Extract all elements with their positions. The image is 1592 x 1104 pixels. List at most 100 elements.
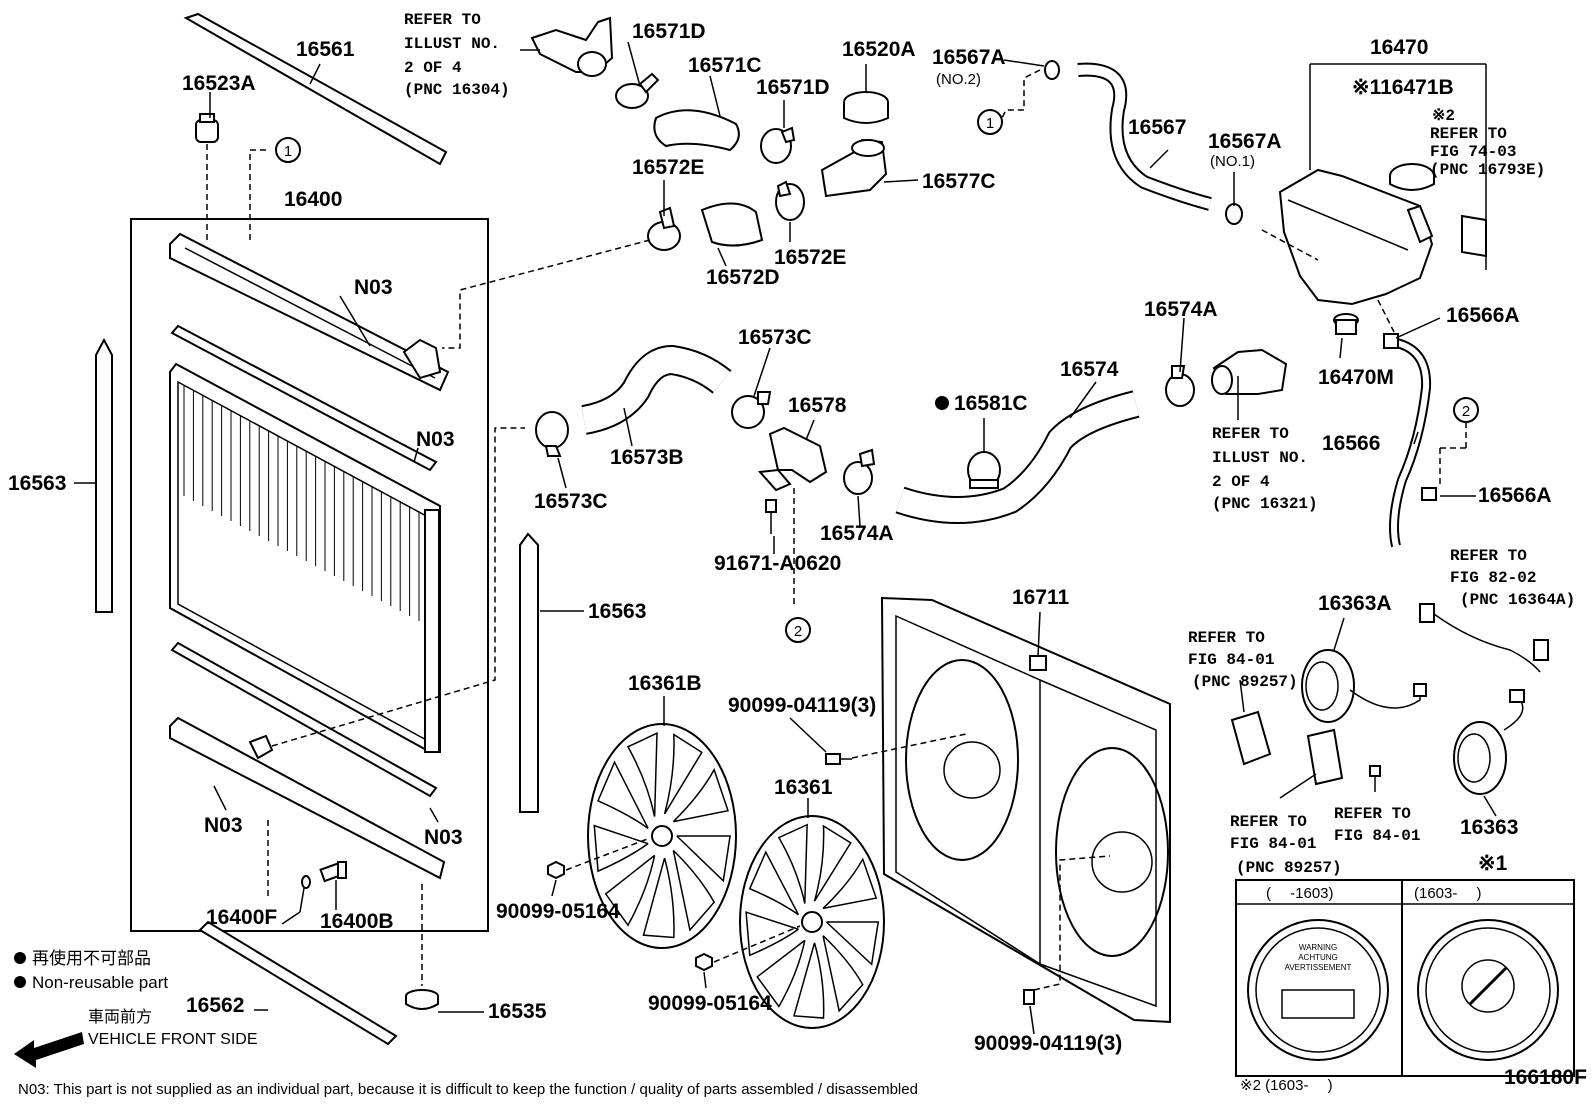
svg-text:FIG 82-02: FIG 82-02 — [1450, 569, 1536, 587]
svg-text:ILLUST NO.: ILLUST NO. — [1212, 449, 1308, 467]
ref-89257-b: REFER TO FIG 84-01 (PNC 89257) — [1230, 813, 1342, 877]
cap-text-avertissement: AVERTISSEMENT — [1285, 963, 1352, 972]
fan-motor-16363 — [1453, 689, 1525, 795]
label-16572E-b: 16572E — [774, 246, 846, 269]
front-arrow-icon — [14, 1032, 84, 1068]
ref-16304: REFER TO ILLUST NO. 2 OF 4 (PNC 16304) — [404, 11, 510, 99]
lower-seal-16562 — [198, 920, 398, 1046]
marker-circles: 1 1 2 2 — [275, 109, 1479, 643]
inset-left-header: ( -1603) — [1266, 885, 1334, 902]
label-no2: (NO.2) — [936, 71, 981, 88]
label-16363A: 16363A — [1318, 592, 1392, 615]
fan-16361B — [587, 723, 737, 949]
label-16400F: 16400F — [206, 906, 277, 929]
label-16578: 16578 — [788, 394, 847, 417]
circle-marker-2-b: 2 — [1453, 397, 1479, 423]
screw-90099-04119-a — [825, 753, 852, 765]
label-n03-upper-seal: N03 — [416, 428, 455, 451]
label-16574A-upper: 16574A — [1144, 298, 1218, 321]
label-16363: 16363 — [1460, 816, 1518, 839]
label-16470M: 16470M — [1318, 366, 1394, 389]
label-16563-right: 16563 — [588, 600, 646, 623]
label-16574A-lower: 16574A — [820, 522, 894, 545]
label-90099-04119-lower: 90099-04119(3) — [974, 1032, 1122, 1055]
label-90099-04119-upper: 90099-04119(3) — [728, 694, 876, 717]
wire-harness-16364A — [1419, 603, 1549, 673]
legend-en: Non-reusable part — [32, 973, 168, 992]
cap-new — [1417, 919, 1559, 1061]
bullet-icon-en — [14, 976, 26, 988]
lower-seal-n03 — [170, 641, 438, 798]
cushion-16523A — [195, 113, 219, 240]
svg-text:REFER TO: REFER TO — [1334, 805, 1411, 823]
clamp-16573C-a — [535, 411, 569, 457]
reservoir-tank-16470 — [1278, 168, 1434, 306]
label-16523A: 16523A — [182, 72, 256, 95]
svg-text:FIG 74-03: FIG 74-03 — [1430, 143, 1516, 161]
inset-right-header: (1603- ) — [1414, 885, 1482, 902]
pipe-16578 — [768, 426, 828, 484]
reference-notes: REFER TO ILLUST NO. 2 OF 4 (PNC 16304) ※… — [404, 11, 1575, 877]
front-label-en: VEHICLE FRONT SIDE — [88, 1031, 258, 1048]
svg-text:FIG 84-01: FIG 84-01 — [1334, 827, 1420, 845]
clamp-16567A-no2 — [1044, 60, 1060, 80]
label-16567: 16567 — [1128, 116, 1186, 139]
clamp-16573C-b — [731, 391, 772, 429]
ref-16793E: ※2 REFER TO FIG 74-03 (PNC 16793E) — [1430, 107, 1545, 179]
label-16581C: 16581C — [954, 392, 1028, 415]
svg-text:REFER TO: REFER TO — [404, 11, 481, 29]
label-16471B: ※116471B — [1352, 76, 1454, 99]
part-labels: 16561 16523A 16400 N03 N03 16563 16563 N… — [8, 20, 1587, 1089]
circle-marker-1-b: 1 — [977, 109, 1003, 135]
cap-text-warning: WARNING — [1299, 943, 1337, 952]
svg-text:REFER TO: REFER TO — [1188, 629, 1265, 647]
fan-16361 — [739, 815, 885, 1029]
svg-text:(PNC 89257): (PNC 89257) — [1236, 859, 1342, 877]
footnote: N03: This part is not supplied as an ind… — [18, 1081, 918, 1098]
clamp-16571D-b — [760, 126, 796, 164]
svg-text:REFER TO: REFER TO — [1430, 125, 1507, 143]
label-16571D-a: 16571D — [632, 20, 706, 43]
svg-text:REFER TO: REFER TO — [1212, 425, 1289, 443]
svg-text:※2: ※2 — [1432, 107, 1455, 125]
side-seal-16563-left — [95, 337, 113, 613]
label-90099-05164-a: 90099-05164 — [496, 900, 620, 923]
side-seal-16563-right — [519, 532, 539, 813]
label-16573C-a: 16573C — [534, 490, 608, 513]
label-16573B: 16573B — [610, 446, 684, 469]
relay-89257-b — [1306, 728, 1344, 786]
hose-16571C — [653, 109, 740, 152]
clamp-16566A-upper — [1383, 333, 1399, 349]
screw-90099-04119-b — [1023, 989, 1035, 1005]
clamp-16572E-b — [775, 180, 805, 221]
svg-text:REFER TO: REFER TO — [1450, 547, 1527, 565]
water-outlet — [520, 16, 614, 77]
svg-text:2 OF 4: 2 OF 4 — [1212, 473, 1270, 491]
fan-motor-16363A — [1301, 649, 1427, 723]
label-90099-05164-b: 90099-05164 — [648, 992, 772, 1015]
circle-marker-1-a: 1 — [275, 137, 301, 163]
label-16563-left: 16563 — [8, 472, 66, 495]
label-91671-A0620: 91671-A0620 — [714, 552, 841, 575]
label-no1: (NO.1) — [1210, 153, 1255, 170]
cap-text-achtung: ACHTUNG — [1298, 953, 1338, 962]
label-n03-lower-tank: N03 — [204, 814, 243, 837]
relay-89257-a — [1230, 710, 1272, 766]
clamp-16567A-no1 — [1225, 203, 1243, 225]
label-diagram-id: 166180F — [1504, 1066, 1587, 1089]
clamp-16566A-lower — [1421, 487, 1437, 501]
ref-16321: REFER TO ILLUST NO. 2 OF 4 (PNC 16321) — [1212, 425, 1318, 513]
svg-text:REFER TO: REFER TO — [1230, 813, 1307, 831]
bolt-91671-A0620 — [765, 499, 777, 534]
lower-tank — [169, 716, 446, 880]
drain-cock-16400B — [301, 861, 347, 889]
label-16571D-b: 16571D — [756, 76, 830, 99]
cap-variant-inset — [1235, 879, 1575, 1077]
radiator-group — [95, 12, 539, 1046]
svg-text:ILLUST NO.: ILLUST NO. — [404, 35, 500, 53]
svg-text:(PNC 89257): (PNC 89257) — [1192, 673, 1298, 691]
label-16535: 16535 — [488, 1000, 547, 1023]
svg-text:(PNC 16364A): (PNC 16364A) — [1460, 591, 1575, 609]
clamp-16571D-a — [615, 72, 660, 109]
